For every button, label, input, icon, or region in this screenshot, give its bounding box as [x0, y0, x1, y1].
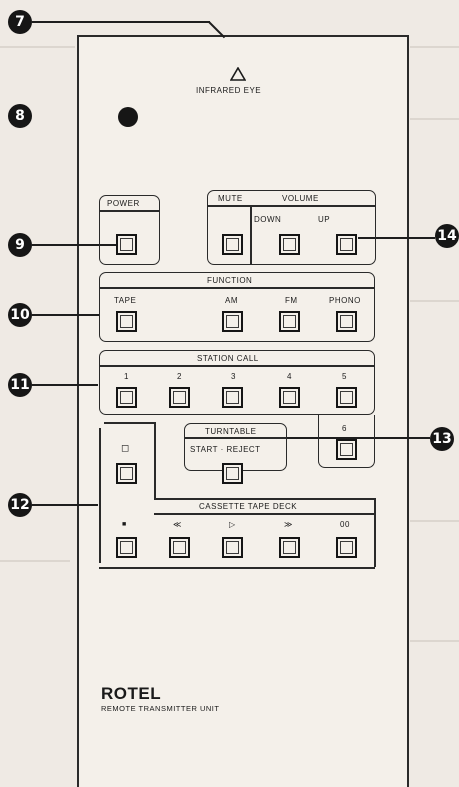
station-call-label: STATION CALL: [197, 354, 259, 363]
mute-button[interactable]: [222, 234, 243, 255]
leader-line-10: [32, 314, 100, 316]
tape-label: TAPE: [114, 296, 137, 305]
pause-icon: 00: [340, 520, 350, 529]
callout-12: 12: [8, 493, 32, 517]
rewind-button[interactable]: [169, 537, 190, 558]
bg-text-line: [0, 560, 70, 562]
callout-8: 8: [8, 104, 32, 128]
bg-text-line: [410, 118, 459, 120]
start-reject-label: START · REJECT: [190, 445, 261, 454]
station-2-button[interactable]: [169, 387, 190, 408]
rewind-icon: ≪: [173, 520, 182, 529]
bg-text-line: [410, 300, 459, 302]
eject-button[interactable]: [116, 463, 137, 484]
power-button[interactable]: [116, 234, 137, 255]
station-6-button[interactable]: [336, 439, 357, 460]
station-6-label: 6: [342, 424, 347, 433]
leader-line-14: [358, 237, 435, 239]
callout-14: 14: [435, 224, 459, 248]
function-label: FUNCTION: [207, 276, 253, 285]
function-section: [99, 272, 375, 342]
cassette-title-top: [154, 498, 374, 500]
cassette-bottom-edge: [99, 567, 375, 569]
callout-13: 13: [430, 427, 454, 451]
stop-icon: ■: [122, 521, 127, 528]
fast-forward-button[interactable]: [279, 537, 300, 558]
station-1-label: 1: [124, 372, 129, 381]
station-6-section: [318, 415, 375, 468]
callout-11: 11: [8, 373, 32, 397]
bg-text-line: [410, 46, 459, 48]
callout-9: 9: [8, 233, 32, 257]
phono-label: PHONO: [329, 296, 361, 305]
callout-10: 10: [8, 303, 32, 327]
infrared-eye-label: INFRARED EYE: [196, 86, 262, 95]
brand-logo: ROTEL: [101, 684, 162, 703]
brand-subtitle: REMOTE TRANSMITTER UNIT: [101, 704, 220, 713]
fm-button[interactable]: [279, 311, 300, 332]
stop-button[interactable]: [116, 537, 137, 558]
fm-label: FM: [285, 296, 298, 305]
remote-body: [77, 35, 409, 787]
cassette-inner-edge: [154, 422, 156, 498]
start-reject-button[interactable]: [222, 463, 243, 484]
volume-down-button[interactable]: [279, 234, 300, 255]
power-section: [99, 195, 160, 265]
turntable-label: TURNTABLE: [205, 427, 257, 436]
mute-divider: [250, 205, 252, 265]
fast-forward-icon: ≫: [284, 520, 293, 529]
leader-line-12: [32, 504, 98, 506]
station-2-label: 2: [177, 372, 182, 381]
volume-divider: [207, 205, 376, 207]
station-3-label: 3: [231, 372, 236, 381]
callout-7: 7: [8, 10, 32, 34]
station-4-button[interactable]: [279, 387, 300, 408]
station-5-label: 5: [342, 372, 347, 381]
function-divider: [99, 287, 375, 289]
sensor-dot: [118, 107, 138, 127]
turntable-divider: [184, 437, 287, 439]
bg-text-line: [410, 640, 459, 642]
volume-label: VOLUME: [282, 194, 319, 203]
tape-button[interactable]: [116, 311, 137, 332]
play-button[interactable]: [222, 537, 243, 558]
cassette-top-edge: [104, 422, 154, 424]
volume-up-button[interactable]: [336, 234, 357, 255]
volume-up-label: UP: [318, 215, 331, 224]
leader-line-11: [32, 384, 98, 386]
cassette-right-edge: [374, 498, 376, 567]
power-divider: [99, 210, 160, 212]
mute-label: MUTE: [218, 194, 243, 203]
pause-button[interactable]: [336, 537, 357, 558]
leader-line-7: [32, 21, 210, 23]
station-3-button[interactable]: [222, 387, 243, 408]
cassette-left-edge: [99, 428, 101, 563]
station-5-button[interactable]: [336, 387, 357, 408]
am-button[interactable]: [222, 311, 243, 332]
phono-button[interactable]: [336, 311, 357, 332]
bg-text-line: [410, 520, 459, 522]
station-1-button[interactable]: [116, 387, 137, 408]
leader-line-13: [284, 437, 430, 439]
play-icon: ▷: [229, 520, 236, 529]
eject-icon: ◻: [121, 443, 130, 454]
station-call-section: [99, 350, 375, 415]
infrared-eye-icon: [230, 67, 246, 81]
am-label: AM: [225, 296, 238, 305]
power-label: POWER: [107, 199, 140, 208]
bg-text-line: [0, 46, 75, 48]
cassette-title-bottom: [154, 513, 374, 515]
station-call-divider: [99, 365, 375, 367]
station-4-label: 4: [287, 372, 292, 381]
volume-section: [207, 190, 376, 265]
volume-down-label: DOWN: [254, 215, 282, 224]
cassette-label: CASSETTE TAPE DECK: [199, 502, 298, 511]
leader-line-9: [32, 244, 116, 246]
